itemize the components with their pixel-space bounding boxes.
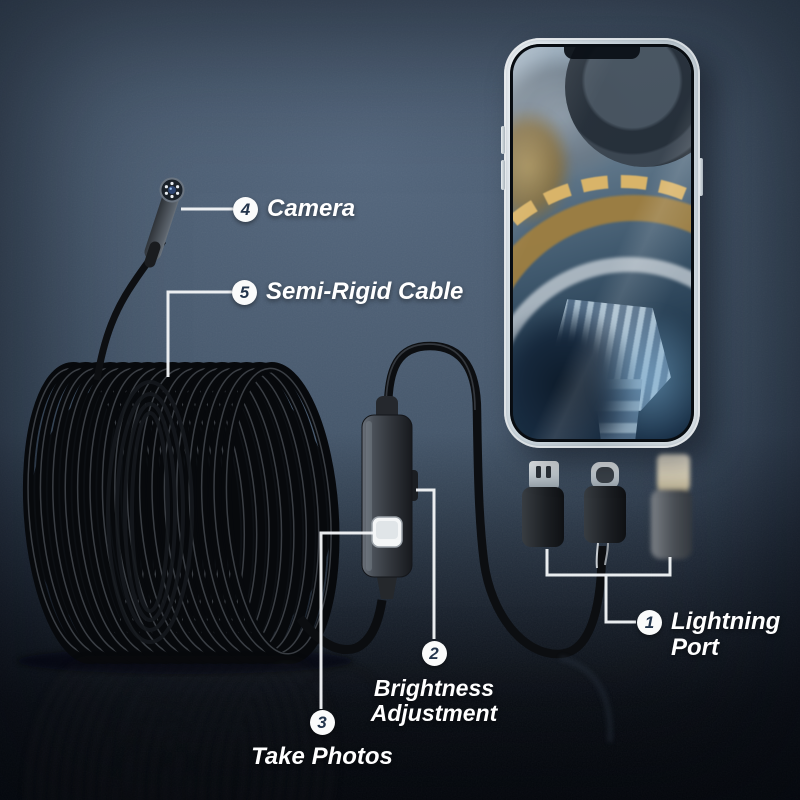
- callout-2-brightness-adjustment: 2 Brightness Adjustment: [352, 641, 516, 726]
- photo-shutter-button: [371, 516, 403, 548]
- callout-label: Brightness Adjustment: [370, 675, 498, 726]
- callout-3-take-photos: 3 Take Photos: [242, 710, 402, 770]
- phone-power-button: [699, 158, 703, 196]
- callout-label: Camera: [267, 195, 356, 222]
- screen-reflection-sheen: [513, 47, 691, 439]
- callout-4-camera: 4 Camera: [233, 195, 356, 222]
- callout-1-lightning-port: 1 Lightning Port: [637, 608, 789, 661]
- leader-lightning-port: [604, 575, 636, 624]
- leader-semi-rigid-cable: [166, 290, 232, 377]
- usb-c-connector: [584, 462, 626, 569]
- callout-number-badge: 2: [421, 641, 447, 666]
- cable-highlight: [385, 343, 476, 411]
- leader-take-photos: [319, 531, 374, 709]
- callout-label: Lightning Port: [671, 608, 781, 661]
- screen-blue-glow: [591, 309, 691, 439]
- phone-notch: [564, 44, 640, 59]
- phone-bezel: [510, 44, 694, 442]
- phone-volume-up-button: [501, 126, 505, 154]
- coil-exit-cable: [296, 599, 387, 654]
- lightning-connector: [651, 454, 692, 559]
- callout-leader-lines: [166, 207, 672, 709]
- smartphone: [501, 38, 703, 448]
- semi-rigid-cable-coil: [22, 362, 387, 664]
- camera-probe: [144, 177, 185, 268]
- micro-usb-connector: [522, 461, 564, 547]
- leader-connector-bracket: [545, 549, 672, 577]
- callout-label: Semi-Rigid Cable: [266, 278, 464, 305]
- phone-screen: [513, 47, 691, 439]
- callout-label: Take Photos: [251, 743, 393, 770]
- camera-lens-face: [159, 177, 185, 203]
- leader-brightness: [416, 488, 436, 639]
- callout-5-semi-rigid-cable: 5 Semi-Rigid Cable: [232, 278, 464, 305]
- connection-cable: [383, 341, 607, 659]
- control-unit: [361, 396, 418, 599]
- phone-volume-down-button: [501, 160, 505, 190]
- cable-reflection: [559, 655, 614, 743]
- callout-number-badge: 4: [233, 197, 258, 222]
- callout-number-badge: 3: [309, 710, 335, 735]
- callout-number-badge: 1: [637, 610, 662, 635]
- callout-number-badge: 5: [232, 280, 257, 305]
